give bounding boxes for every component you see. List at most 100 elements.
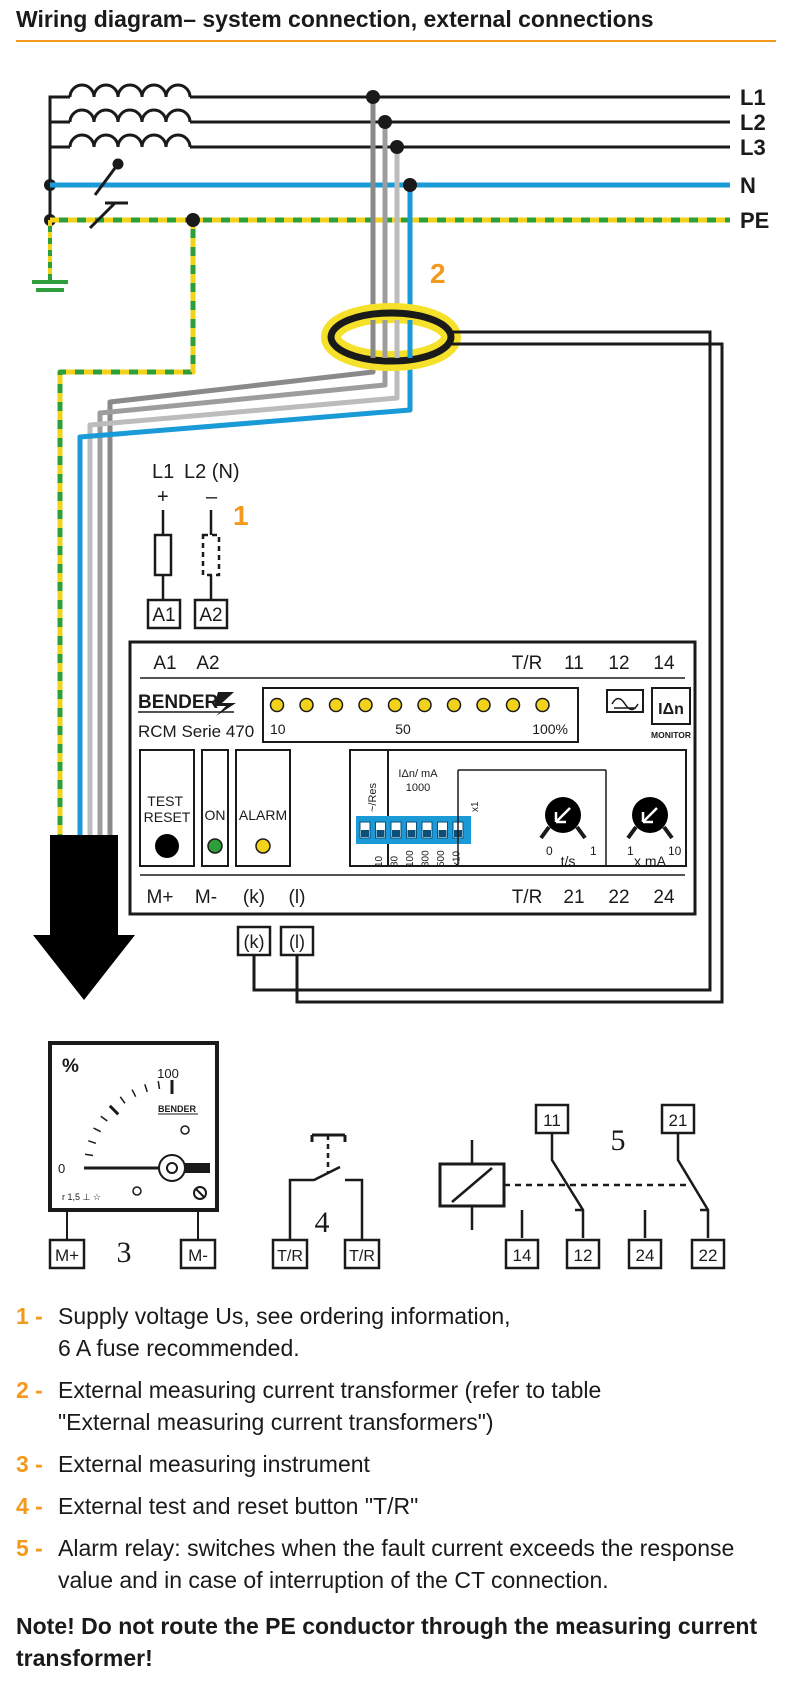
test-reset-panel: TEST RESET	[139, 749, 195, 867]
dip-switch-knob	[361, 830, 369, 837]
supply-minus: –	[206, 486, 218, 508]
dip-switch-knob	[407, 830, 416, 837]
relay-terminal-22: 22	[699, 1246, 718, 1265]
led-dot	[358, 697, 373, 713]
button-terminal-tr-1: T/R	[277, 1248, 303, 1265]
legend-text: External test and reset button "T/R"	[58, 1493, 419, 1519]
alarm-label: ALARM	[239, 807, 287, 823]
dip-value-label: 500	[436, 850, 447, 867]
led-dot	[269, 697, 285, 713]
led-dot	[299, 697, 314, 713]
on-led-icon	[207, 838, 223, 854]
response-value-knob[interactable]	[626, 797, 674, 840]
on-label: ON	[205, 807, 226, 823]
phase-lines	[190, 95, 730, 149]
led-dot	[328, 697, 344, 713]
knob2-unit: x mA	[634, 853, 667, 869]
legend-item: 4 - External test and reset button "T/R"	[16, 1490, 771, 1522]
wiring-diagram: L1 L2 L3 N PE 2 L1 L2 (N)	[32, 83, 769, 1270]
label-n: N	[740, 173, 756, 198]
meter-tick	[108, 1104, 120, 1116]
meter-brand: BENDER	[158, 1104, 197, 1114]
relay-terminal-14: 14	[513, 1246, 532, 1265]
led-dot	[417, 697, 432, 713]
transformer-coils	[68, 83, 192, 148]
terminal-12: 12	[608, 653, 629, 674]
star-point	[48, 95, 70, 230]
monitor-symbol: IΔn	[658, 701, 684, 718]
legend-number: 4 -	[16, 1493, 43, 1519]
switch-icon	[88, 158, 128, 230]
callout-4: 4	[315, 1206, 330, 1239]
relay-terminal-11: 11	[543, 1111, 561, 1130]
meter-tick	[119, 1096, 126, 1104]
knob1-min: 0	[546, 844, 553, 858]
led-bar-label-100: 100%	[532, 721, 568, 737]
current-transformer	[321, 303, 461, 371]
svg-text:TEST RESET: TEST RESET	[144, 793, 191, 825]
led-bar	[262, 687, 579, 743]
terminal-tr-bottom: T/R	[512, 887, 543, 908]
terminal-14: 14	[653, 653, 675, 674]
meter-terminal-m-minus: M-	[188, 1246, 208, 1265]
label-l2: L2	[740, 110, 766, 135]
knob2-max: 10	[668, 844, 682, 858]
label-pe: PE	[740, 208, 769, 233]
earth-icon	[32, 220, 68, 292]
tap-nodes	[186, 90, 417, 227]
knob2-min: 1	[627, 844, 634, 858]
load-arrow-icon	[33, 835, 135, 1000]
supply-a1-terminal: A1	[152, 605, 175, 626]
legend-text: Alarm relay: switches when the fault cur…	[58, 1535, 735, 1593]
page-title: Wiring diagram– system connection, exter…	[16, 6, 654, 32]
monitor-label: MONITOR	[651, 730, 691, 740]
legend-number: 1 -	[16, 1303, 43, 1329]
time-delay-knob[interactable]	[539, 797, 587, 840]
led-bar-label-50: 50	[395, 721, 411, 737]
supply-voltage: L1 L2 (N) + – A1 A2 1	[146, 461, 249, 630]
dip-switch-knob	[423, 830, 431, 837]
supply-l2n-label: L2 (N)	[184, 461, 240, 483]
legend: 1 - Supply voltage Us, see ordering info…	[16, 1300, 771, 1606]
rcm-device: A1 A2 T/R 11 12 14 BENDER RCM Serie 470 …	[128, 640, 697, 916]
ct-terminal-l: (l)	[289, 932, 305, 952]
terminal-tr-top: T/R	[512, 653, 543, 674]
button-terminal-tr-2: T/R	[349, 1248, 375, 1265]
meter-max: 100	[157, 1066, 179, 1081]
terminal-24: 24	[653, 887, 675, 908]
dip-value-label: 30	[390, 855, 401, 867]
callout-1: 1	[233, 500, 249, 531]
meter-tick	[100, 1115, 108, 1122]
dip-header: IΔn/ mA	[398, 768, 438, 780]
meter-tick	[84, 1153, 94, 1157]
alarm-led-icon	[255, 838, 271, 854]
led-dot	[535, 697, 550, 713]
test-reset-button[interactable]	[155, 834, 179, 858]
reset-label: RESET	[144, 809, 191, 825]
meter-tick	[157, 1080, 161, 1090]
relay-terminal-24: 24	[636, 1246, 655, 1265]
dip-switch-knob	[392, 830, 400, 837]
terminal-21: 21	[563, 887, 584, 908]
bender-logo-icon	[214, 692, 236, 716]
alarm-indicator-panel: ALARM	[235, 749, 291, 867]
fuse-optional-icon	[201, 533, 221, 577]
legend-number: 3 -	[16, 1451, 43, 1477]
supply-plus: +	[157, 486, 169, 508]
dip-value-label: 10	[374, 855, 385, 867]
fuse-icon	[153, 533, 173, 577]
dip-switch-knob	[438, 830, 447, 837]
external-test-reset-button[interactable]: T/R T/R 4	[271, 1133, 381, 1270]
legend-text: Supply voltage Us, see ordering informat…	[58, 1303, 511, 1361]
meter-tick	[144, 1084, 148, 1093]
callout-3: 3	[117, 1236, 132, 1269]
meter-class: r 1,5 ⊥ ☆	[62, 1192, 101, 1202]
load-cable-bundle	[57, 97, 413, 835]
led-bar-dots	[269, 697, 550, 713]
legend-number: 5 -	[16, 1535, 43, 1561]
brand-logo: BENDER	[138, 692, 219, 713]
led-dot	[446, 697, 462, 713]
knob1-max: 1	[590, 844, 597, 858]
ct-terminal-k: (k)	[244, 932, 265, 952]
legend-number: 2 -	[16, 1377, 43, 1403]
